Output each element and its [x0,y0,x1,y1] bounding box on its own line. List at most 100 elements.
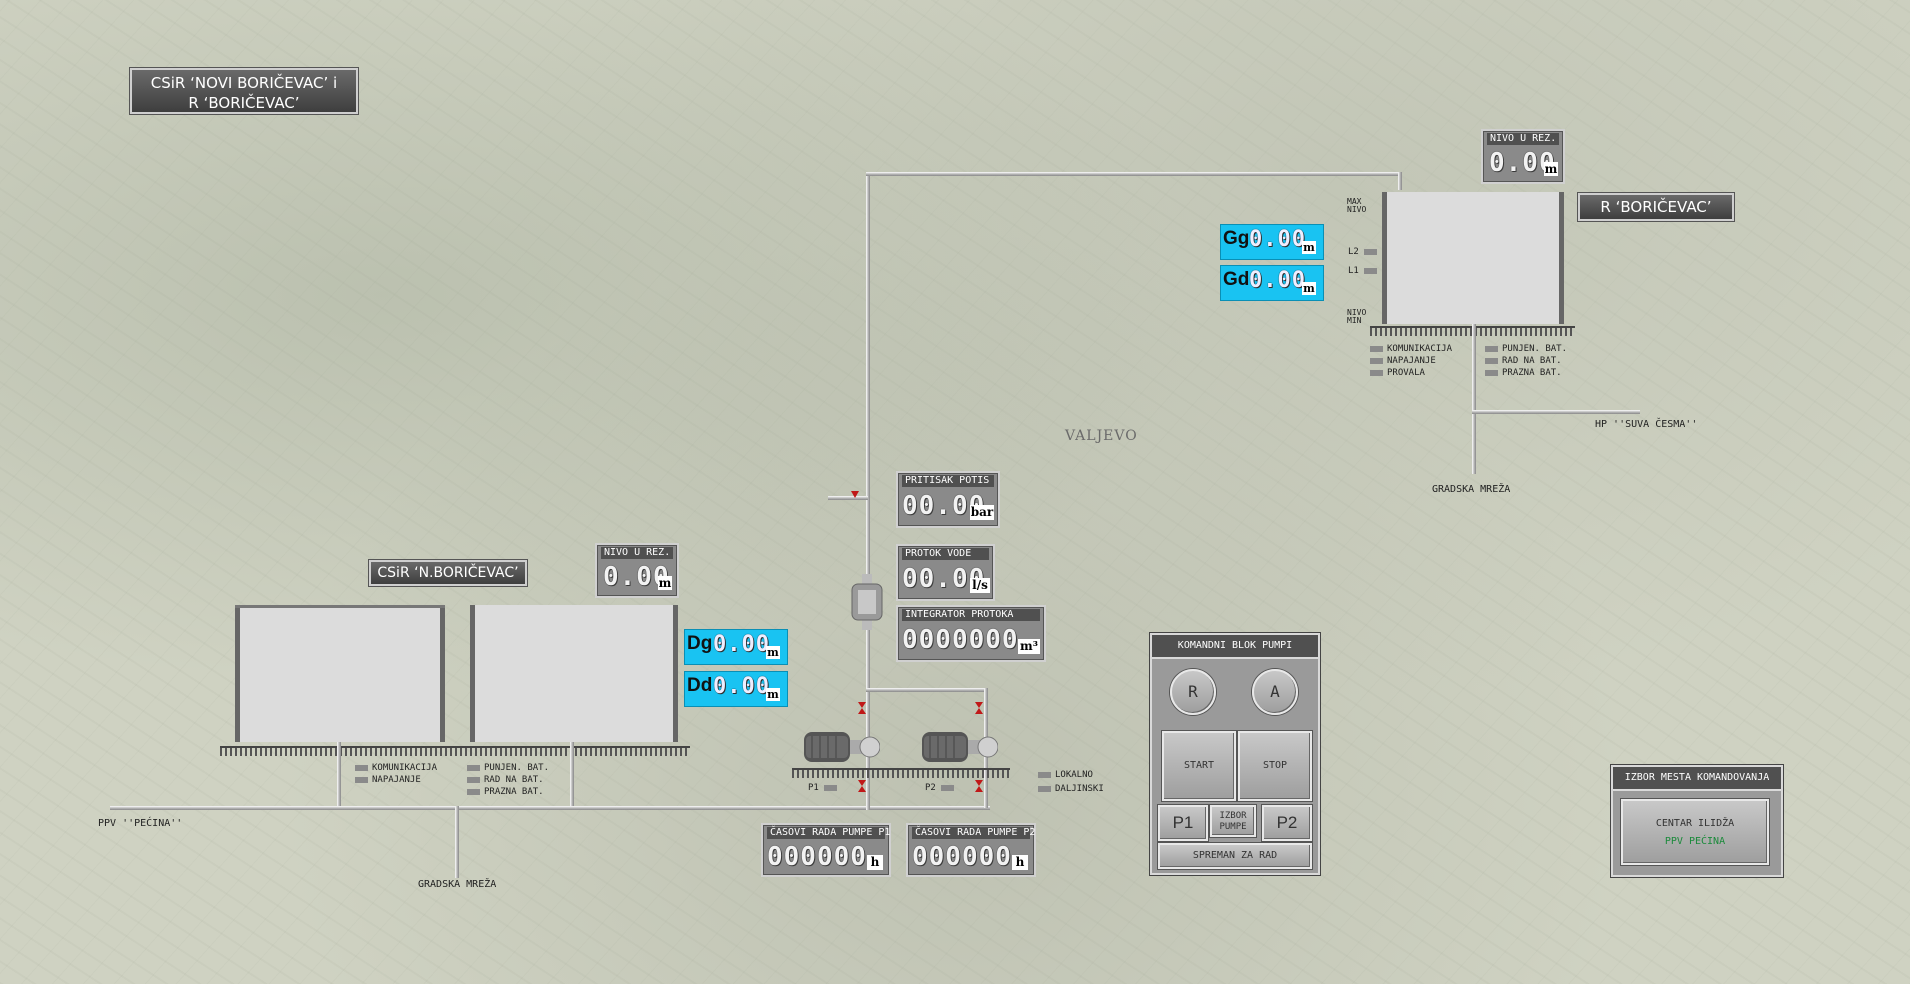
left-dg-unit: m [766,646,780,659]
pump-ground [792,768,1010,778]
right-gg-display: Gg 0.00 m [1220,224,1324,260]
pump-p2-icon[interactable] [918,728,999,766]
left-network-pipe [455,806,459,878]
right-gg-value: 0.00 [1249,227,1306,252]
top-pipe [866,172,1400,176]
flow-display: PROTOK VODE 00.00 l/s [896,544,995,601]
left-indicator-group-2: PUNJEN. BAT. RAD NA BAT. PRAZNA BAT. [467,762,549,798]
right-indicator-group-1: KOMUNIKACIJA NAPAJANJE PROVALA [1370,343,1452,379]
right-outlet-pipe [1472,410,1640,414]
hours-p1-display: ČASOVI RADA PUMPE P1 000000 h [761,823,891,877]
pressure-label: PRITISAK POTIS [902,475,994,487]
mode-indicators: LOKALNO DALJINSKI [1038,768,1104,796]
page-title-line1: CSiR ‘NOVI BORIČEVAC’ i [150,74,338,92]
left-level-label: NIVO U REZ. [601,547,673,559]
pressure-unit: bar [970,505,994,520]
left-tank-1 [235,605,445,742]
integrator-label: INTEGRATOR PROTOKA [902,609,1040,621]
right-level-value: 0.00 [1489,148,1556,178]
start-button[interactable]: START [1162,731,1236,801]
hours-p2-value: 000000 [912,842,1012,872]
left-level-display: NIVO U REZ. 0.00 m [595,543,679,598]
ready-status: SPREMAN ZA RAD [1158,843,1312,869]
right-level-label: NIVO U REZ. [1487,133,1559,145]
left-station-title: CSiR ‘N.BORIČEVAC’ [369,560,527,586]
control-location-title: IZBOR MESTA KOMANDOVANJA [1613,767,1781,791]
left-indicator-communication: KOMUNIKACIJA [355,762,437,774]
left-dd-prefix: Dd [687,675,713,696]
hours-p2-display: ČASOVI RADA PUMPE P2 000000 h [906,823,1036,877]
right-indicator-intrusion: PROVALA [1370,367,1452,379]
p2-select-button[interactable]: P2 [1262,805,1312,841]
main-horizontal-pipe [110,806,990,810]
integrator-value: 0000000 [902,625,1019,655]
right-indicator-power: NAPAJANJE [1370,355,1452,367]
mode-indicator-local: LOKALNO [1038,768,1104,782]
riser-pipe [866,174,870,810]
page-title: CSiR ‘NOVI BORIČEVAC’ i R ‘BORIČEVAC’ [130,68,358,114]
right-indicator-battery-empty: PRAZNA BAT. [1485,367,1567,379]
right-indicator-communication: KOMUNIKACIJA [1370,343,1452,355]
hours-p2-unit: h [1012,855,1028,870]
flow-meter-icon [850,574,884,630]
integrator-unit: m³ [1018,639,1040,654]
hours-p1-unit: h [867,855,883,870]
left-tank-2 [470,605,678,742]
left-dg-display: Dg 0.00 m [684,629,788,665]
right-network-label: GRADSKA MREŽA [1432,484,1511,495]
hours-p1-value: 000000 [767,842,867,872]
right-level-display: NIVO U REZ. 0.00 m [1481,129,1565,184]
right-indicator-battery-run: RAD NA BAT. [1485,355,1567,367]
left-dg-value: 0.00 [713,632,770,657]
control-location-line2: PPV PEĆINA [1664,836,1726,847]
left-indicator-power: NAPAJANJE [355,774,437,786]
pump-bypass-pipe [866,688,986,692]
command-block-panel: KOMANDNI BLOK PUMPI R A START STOP P1 IZ… [1150,633,1320,875]
right-station-title: R ‘BORIČEVAC’ [1578,193,1734,221]
right-tank-inlet-pipe [1398,172,1402,190]
auto-button[interactable]: A [1252,669,1298,715]
left-level-value: 0.00 [603,562,670,592]
right-gd-unit: m [1302,282,1316,295]
right-outlet-label: HP ''SUVA ČESMA'' [1595,419,1698,430]
left-dd-display: Dd 0.00 m [684,671,788,707]
right-scale-l1: L1 [1348,266,1381,276]
control-location-selector[interactable]: CENTAR ILIDŽA PPV PEĆINA [1621,799,1769,865]
reset-button[interactable]: R [1170,669,1216,715]
pressure-display: PRITISAK POTIS 00.00 bar [896,471,1000,528]
right-tank-outlet-pipe [1472,324,1476,474]
pressure-tap-pipe [828,496,868,500]
pump-valve-2-icon[interactable] [974,700,983,714]
map-city-label: VALJEVO [1065,428,1138,444]
left-dd-unit: m [766,688,780,701]
right-gd-prefix: Gd [1223,269,1250,290]
right-gd-value: 0.00 [1249,268,1306,293]
pump-p2-status: P2 [925,783,958,793]
page-title-line2: R ‘BORIČEVAC’ [188,94,300,112]
pump-valve-4-icon[interactable] [974,778,983,792]
p1-select-button[interactable]: P1 [1158,805,1208,841]
pump-p1-icon[interactable] [800,728,881,766]
left-tank-1-outlet-pipe [337,742,341,806]
pump-valve-1-icon[interactable] [857,700,866,714]
pump-valve-3-icon[interactable] [857,778,866,792]
left-inlet-label: PPV ''PEĆINA'' [98,818,183,829]
left-network-label: GRADSKA MREŽA [418,879,497,890]
flow-unit: l/s [970,578,990,593]
right-indicator-charging: PUNJEN. BAT. [1485,343,1567,355]
left-level-unit: m [658,576,672,590]
right-gd-display: Gd 0.00 m [1220,265,1324,301]
left-dd-value: 0.00 [713,674,770,699]
left-indicator-battery-run: RAD NA BAT. [467,774,549,786]
right-level-unit: m [1544,162,1558,176]
mode-indicator-remote: DALJINSKI [1038,782,1104,796]
stop-button[interactable]: STOP [1238,731,1312,801]
control-location-line1: CENTAR ILIDŽA [1655,818,1735,829]
pressure-valve-icon[interactable] [850,485,859,498]
left-indicator-battery-empty: PRAZNA BAT. [467,786,549,798]
hours-p1-label: ČASOVI RADA PUMPE P1 [767,827,890,839]
flow-label: PROTOK VODE [902,548,989,560]
